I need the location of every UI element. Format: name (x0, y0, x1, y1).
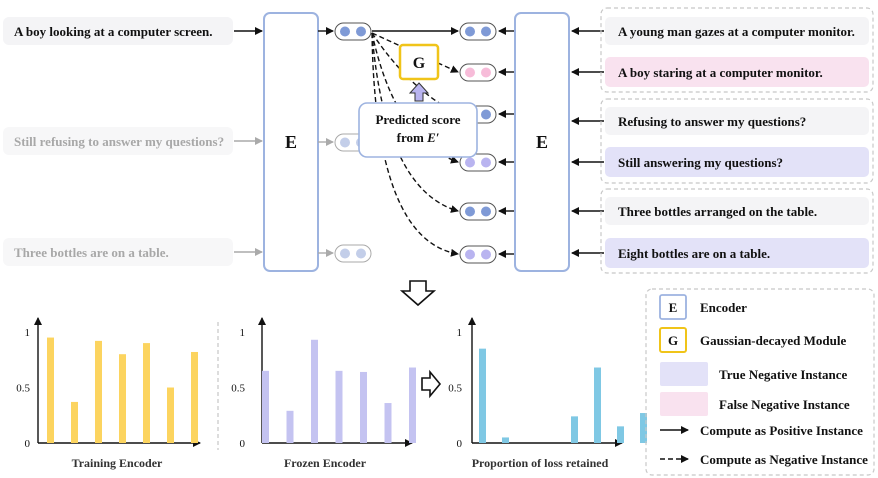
encoder-left: E (263, 12, 319, 272)
encoder-right: E (514, 12, 570, 272)
encoder-right-label: E (536, 132, 548, 152)
legend-encoder: E Encoder (659, 294, 747, 320)
legend-gaussian-text: Gaussian-decayed Module (700, 333, 846, 348)
embedding-candidate-6 (459, 245, 497, 264)
legend-false-negative-text: False Negative Instance (719, 397, 850, 412)
bar (384, 403, 392, 443)
y-tick-label: 1 (25, 327, 31, 339)
bar (360, 371, 367, 443)
candidate-in-arrows (571, 27, 604, 257)
candidate-3-text: Refusing to answer my questions? (618, 114, 806, 129)
y-tick-label: 0.5 (231, 383, 245, 395)
gaussian-module: G (398, 43, 440, 81)
candidate-1-text: A young man gazes at a computer monitor. (618, 24, 855, 39)
candidate-1: A young man gazes at a computer monitor. (605, 17, 869, 45)
embedding-anchor-3 (334, 244, 372, 263)
embedding-candidate-1 (459, 22, 497, 41)
legend-gaussian-symbol: G (668, 333, 678, 348)
input-sentence-3-text: Three bottles are on a table. (14, 245, 169, 260)
flow-right-arrow (421, 369, 442, 399)
legend-false-negative: False Negative Instance (660, 392, 850, 416)
input-sentence-3: Three bottles are on a table. (3, 238, 233, 266)
bar (286, 410, 294, 443)
candidate-group-2 (600, 98, 874, 184)
candidate-5-text: Three bottles arranged on the table. (618, 204, 817, 219)
input-sentence-2: Still refusing to answer my questions? (3, 127, 233, 155)
bar (71, 401, 78, 443)
embedding-anchor-1 (334, 22, 372, 41)
bar (571, 416, 578, 443)
embedding-candidate-5 (459, 202, 497, 221)
bar (191, 351, 198, 443)
embedding-candidate-2 (459, 63, 497, 82)
legend-negative-arrow-text: Compute as Negative Instance (700, 452, 868, 467)
legend-encoder-symbol: E (669, 300, 678, 315)
input-sentence-2-text: Still refusing to answer my questions? (14, 134, 224, 149)
candidate-3: Refusing to answer my questions? (605, 107, 869, 135)
legend-gaussian: G Gaussian-decayed Module (659, 327, 846, 353)
candidate-2: A boy staring at a computer monitor. (605, 57, 869, 87)
chart-title: Frozen Encoder (284, 456, 367, 470)
bar (502, 437, 509, 443)
bar (119, 354, 126, 443)
y-tick-label: 1 (457, 327, 463, 339)
candidate-group-3 (600, 188, 874, 274)
y-tick-label: 0 (240, 438, 246, 450)
predicted-score-line1: Predicted score (375, 112, 460, 127)
input-sentence-1-text: A boy looking at a computer screen. (14, 24, 213, 39)
legend-encoder-text: Encoder (700, 300, 747, 315)
y-tick-label: 0.5 (16, 383, 30, 395)
y-tick-label: 0 (457, 438, 463, 450)
chart-title: Proportion of loss retained (472, 456, 609, 470)
chart-title: Training Encoder (72, 456, 163, 470)
candidate-group-1 (600, 7, 874, 93)
gaussian-module-label: G (413, 55, 426, 72)
embedding-candidate-4 (459, 153, 497, 172)
y-tick-label: 1 (240, 327, 246, 339)
bar (143, 343, 150, 443)
y-tick-label: 0 (25, 438, 31, 450)
predicted-score-box: Predicted score from E′ (358, 102, 478, 158)
encoder-right-out-arrows (498, 27, 515, 258)
bar (594, 367, 601, 443)
bar (95, 340, 102, 443)
input-sentence-1: A boy looking at a computer screen. (3, 17, 233, 45)
candidate-6: Eight bottles are on a table. (605, 238, 869, 268)
bar (262, 370, 269, 443)
legend-box (645, 288, 875, 476)
bar (167, 387, 174, 443)
legend-true-negative-text: True Negative Instance (719, 367, 848, 382)
legend-negative-arrow: Compute as Negative Instance (660, 452, 868, 467)
legend-positive-arrow: Compute as Positive Instance (660, 423, 863, 438)
y-tick-label: 0.5 (448, 383, 462, 395)
candidate-4-text: Still answering my questions? (618, 155, 783, 170)
candidate-5: Three bottles arranged on the table. (605, 197, 869, 225)
predicted-score-line2: from E′ (397, 130, 440, 145)
score-up-arrow (408, 82, 430, 102)
bar (409, 367, 416, 443)
legend-positive-arrow-text: Compute as Positive Instance (700, 423, 863, 438)
bar (640, 413, 647, 443)
legend-true-negative: True Negative Instance (660, 362, 848, 386)
bar (47, 337, 54, 443)
candidate-2-text: A boy staring at a computer monitor. (618, 65, 823, 80)
bar (335, 370, 343, 443)
encoder-left-label: E (285, 132, 297, 152)
bar (617, 426, 624, 443)
bar (311, 339, 318, 443)
candidate-6-text: Eight bottles are on a table. (618, 246, 770, 261)
bar (479, 348, 486, 443)
candidate-4: Still answering my questions? (605, 147, 869, 177)
flow-down-arrow (399, 280, 437, 307)
